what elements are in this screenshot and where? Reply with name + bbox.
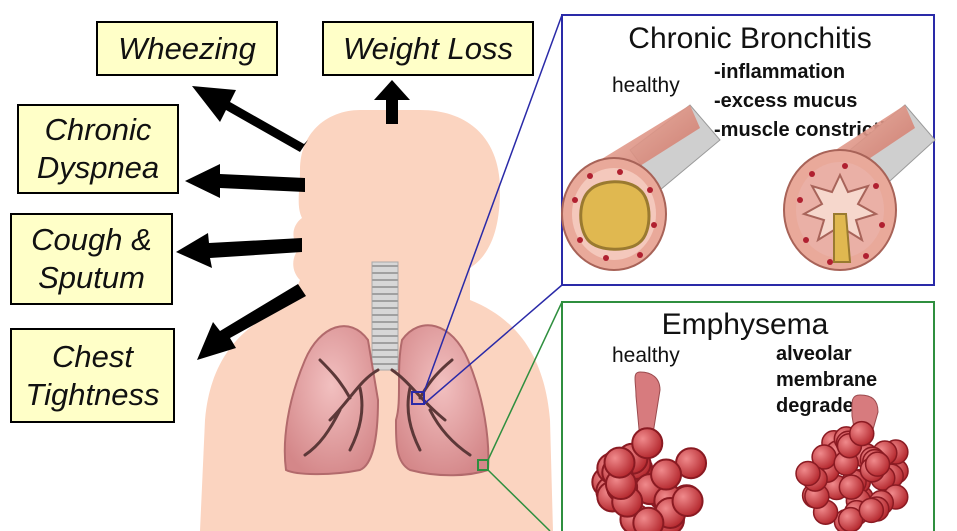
symptom-chest-line2: Tightness <box>25 376 159 414</box>
trachea <box>372 262 398 370</box>
alveolus <box>673 486 703 516</box>
bronchitis-panel: Chronic Bronchitis healthy -inflammation… <box>562 15 935 285</box>
emphysema-panel: Emphysema healthy alveolar membrane degr… <box>562 302 934 531</box>
alveolus <box>632 428 662 458</box>
symptom-weight-loss-label: Weight Loss <box>343 30 513 68</box>
emphysema-title: Emphysema <box>662 308 829 341</box>
symptom-dyspnea-line1: Chronic <box>45 111 152 149</box>
symptom-wheezing: Wheezing <box>96 21 278 76</box>
bronchitis-point-1: -inflammation <box>714 61 845 83</box>
emphysema-damage-2: membrane <box>776 369 877 391</box>
arrow-dyspnea <box>185 164 305 198</box>
alveolus <box>866 452 890 476</box>
symptom-cough-line1: Cough & <box>31 221 152 259</box>
alveolus <box>651 460 681 490</box>
symptom-chest-tightness: Chest Tightness <box>10 328 175 423</box>
symptom-dyspnea: Chronic Dyspnea <box>17 104 179 194</box>
symptom-cough-line2: Sputum <box>38 259 145 297</box>
symptom-cough: Cough & Sputum <box>10 213 173 305</box>
emphysema-damage-1: alveolar <box>776 343 852 365</box>
alveolus <box>605 448 635 478</box>
arrow-cough <box>176 233 302 268</box>
bronchitis-title: Chronic Bronchitis <box>628 22 871 55</box>
alveolus <box>850 422 874 446</box>
emphysema-healthy-label: healthy <box>612 344 680 367</box>
bronchitis-healthy-label: healthy <box>612 74 680 97</box>
symptom-weight-loss: Weight Loss <box>322 21 534 76</box>
symptom-wheezing-label: Wheezing <box>118 30 256 68</box>
alveolus <box>839 475 863 499</box>
alveolus <box>859 498 883 522</box>
symptom-chest-line1: Chest <box>52 338 133 376</box>
arrow-wheezing <box>192 86 308 152</box>
bronchitis-point-2: -excess mucus <box>714 90 857 112</box>
alveolus <box>796 461 820 485</box>
symptom-dyspnea-line2: Dyspnea <box>37 149 159 187</box>
alveolus <box>633 508 663 531</box>
